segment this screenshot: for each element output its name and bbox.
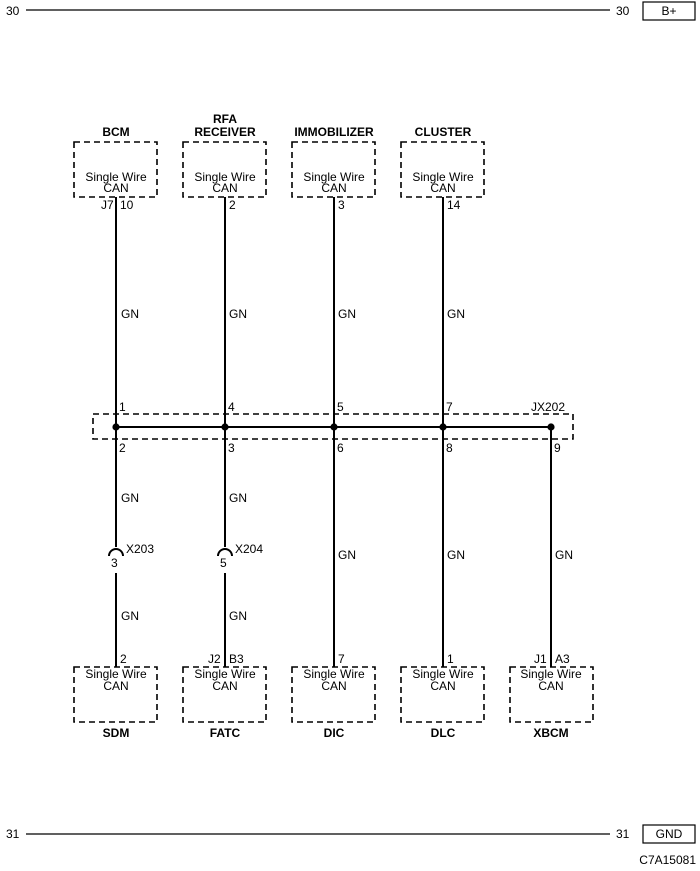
- splice-top-pin: 4: [228, 400, 235, 414]
- module-box: [73, 666, 158, 723]
- module-text-line1: Single Wire: [520, 667, 582, 681]
- splice-top-pin: 1: [119, 400, 126, 414]
- module-name: FATC: [210, 726, 241, 740]
- module-name: IMMOBILIZER: [294, 125, 374, 139]
- wire-color-label: GN: [121, 307, 139, 321]
- module-box: [509, 666, 594, 723]
- wire-color-label: GN: [338, 548, 356, 562]
- module-box: [182, 141, 267, 198]
- module-name: DLC: [431, 726, 456, 740]
- splice-bottom-pin: 3: [228, 441, 235, 455]
- lower-wires: X203 3 X204 5 GN GN GN GN GN GN GN: [108, 427, 573, 667]
- diagram-id: C7A15081: [639, 853, 696, 867]
- module-name: CLUSTER: [415, 125, 472, 139]
- inline-connector-name: X203: [126, 542, 154, 556]
- pin-label: 14: [447, 198, 461, 212]
- rail-top-label: B+: [661, 4, 676, 18]
- pin-label: 1: [447, 652, 454, 666]
- splice-bottom-pin: 6: [337, 441, 344, 455]
- wire-color-label: GN: [447, 548, 465, 562]
- bottom-module-xbcm: J1 A3 Single Wire CAN XBCM: [509, 652, 594, 740]
- rail-top-label-box: [642, 1, 696, 21]
- module-name: DIC: [324, 726, 345, 740]
- pin-label: 3: [338, 198, 345, 212]
- module-name: XBCM: [533, 726, 568, 740]
- pin-label: 10: [120, 198, 134, 212]
- pin-label: 2: [229, 198, 236, 212]
- wire-color-label: GN: [555, 548, 573, 562]
- connector-label: J1: [534, 652, 547, 666]
- module-box: [73, 141, 158, 198]
- connector-label: J7: [101, 198, 114, 212]
- module-text-line2: CAN: [321, 679, 346, 693]
- splice-top-pin: 5: [337, 400, 344, 414]
- module-box: [291, 141, 376, 198]
- rail-bottom-left-number: 31: [6, 827, 20, 841]
- ground-rail-gnd: 31 31 GND: [6, 824, 696, 844]
- inline-connector-x203: [108, 548, 124, 557]
- rail-top-right-number: 30: [616, 4, 630, 18]
- pin-label: 7: [338, 652, 345, 666]
- module-text-line2: CAN: [430, 181, 455, 195]
- bottom-module-dlc: 1 Single Wire CAN DLC: [400, 652, 485, 740]
- top-module-rfa-receiver: RFA RECEIVER Single Wire CAN 2: [182, 112, 267, 212]
- module-box: [400, 666, 485, 723]
- module-box: [400, 141, 485, 198]
- wire-color-label: GN: [229, 491, 247, 505]
- bottom-module-fatc: J2 B3 Single Wire CAN FATC: [182, 652, 267, 740]
- inline-connector-x204: [217, 548, 233, 557]
- inline-connector-pin: 3: [111, 556, 118, 570]
- module-text-line1: Single Wire: [303, 170, 365, 184]
- module-text-line1: Single Wire: [412, 170, 474, 184]
- module-name: RFA: [213, 112, 237, 126]
- top-module-bcm: BCM Single Wire CAN J7 10: [73, 125, 158, 212]
- pin-label: B3: [229, 652, 244, 666]
- rail-bottom-right-number: 31: [616, 827, 630, 841]
- module-text-line1: Single Wire: [194, 667, 256, 681]
- rail-top-left-number: 30: [6, 4, 20, 18]
- splice-top-pin: 7: [446, 400, 453, 414]
- module-text-line2: CAN: [538, 679, 563, 693]
- pin-label: A3: [555, 652, 570, 666]
- wire-color-label: GN: [229, 307, 247, 321]
- upper-wires: GN GN GN GN: [115, 197, 465, 427]
- splice-bottom-pin: 8: [446, 441, 453, 455]
- module-text-line1: Single Wire: [412, 667, 474, 681]
- module-text-line2: CAN: [321, 181, 346, 195]
- wire-color-label: GN: [338, 307, 356, 321]
- top-module-immobilizer: IMMOBILIZER Single Wire CAN 3: [291, 125, 376, 212]
- wire-color-label: GN: [229, 609, 247, 623]
- module-name-line2: RECEIVER: [194, 125, 256, 139]
- module-text-line2: CAN: [103, 181, 128, 195]
- module-text-line2: CAN: [212, 181, 237, 195]
- module-text-line1: Single Wire: [85, 667, 147, 681]
- splice-bottom-pin: 9: [554, 441, 561, 455]
- module-box: [291, 666, 376, 723]
- power-rail-bplus: 30 30 B+: [6, 1, 696, 21]
- module-text-line1: Single Wire: [303, 667, 365, 681]
- module-text-line2: CAN: [103, 679, 128, 693]
- wire-color-label: GN: [121, 491, 139, 505]
- splice-name: JX202: [531, 400, 565, 414]
- module-text-line1: Single Wire: [85, 170, 147, 184]
- connector-label: J2: [208, 652, 221, 666]
- module-name: BCM: [102, 125, 129, 139]
- bottom-module-sdm: 2 Single Wire CAN SDM: [73, 652, 158, 740]
- wire-color-label: GN: [121, 609, 139, 623]
- bottom-module-dic: 7 Single Wire CAN DIC: [291, 652, 376, 740]
- inline-connector-pin: 5: [220, 556, 227, 570]
- module-text-line2: CAN: [430, 679, 455, 693]
- rail-bottom-label-box: [642, 824, 696, 844]
- splice-bottom-pin: 2: [119, 441, 126, 455]
- module-text-line1: Single Wire: [194, 170, 256, 184]
- wire-color-label: GN: [447, 307, 465, 321]
- module-box: [182, 666, 267, 723]
- pin-label: 2: [120, 652, 127, 666]
- module-name: SDM: [103, 726, 130, 740]
- inline-connector-name: X204: [235, 542, 263, 556]
- module-text-line2: CAN: [212, 679, 237, 693]
- rail-bottom-label: GND: [656, 827, 683, 841]
- top-module-cluster: CLUSTER Single Wire CAN 14: [400, 125, 485, 212]
